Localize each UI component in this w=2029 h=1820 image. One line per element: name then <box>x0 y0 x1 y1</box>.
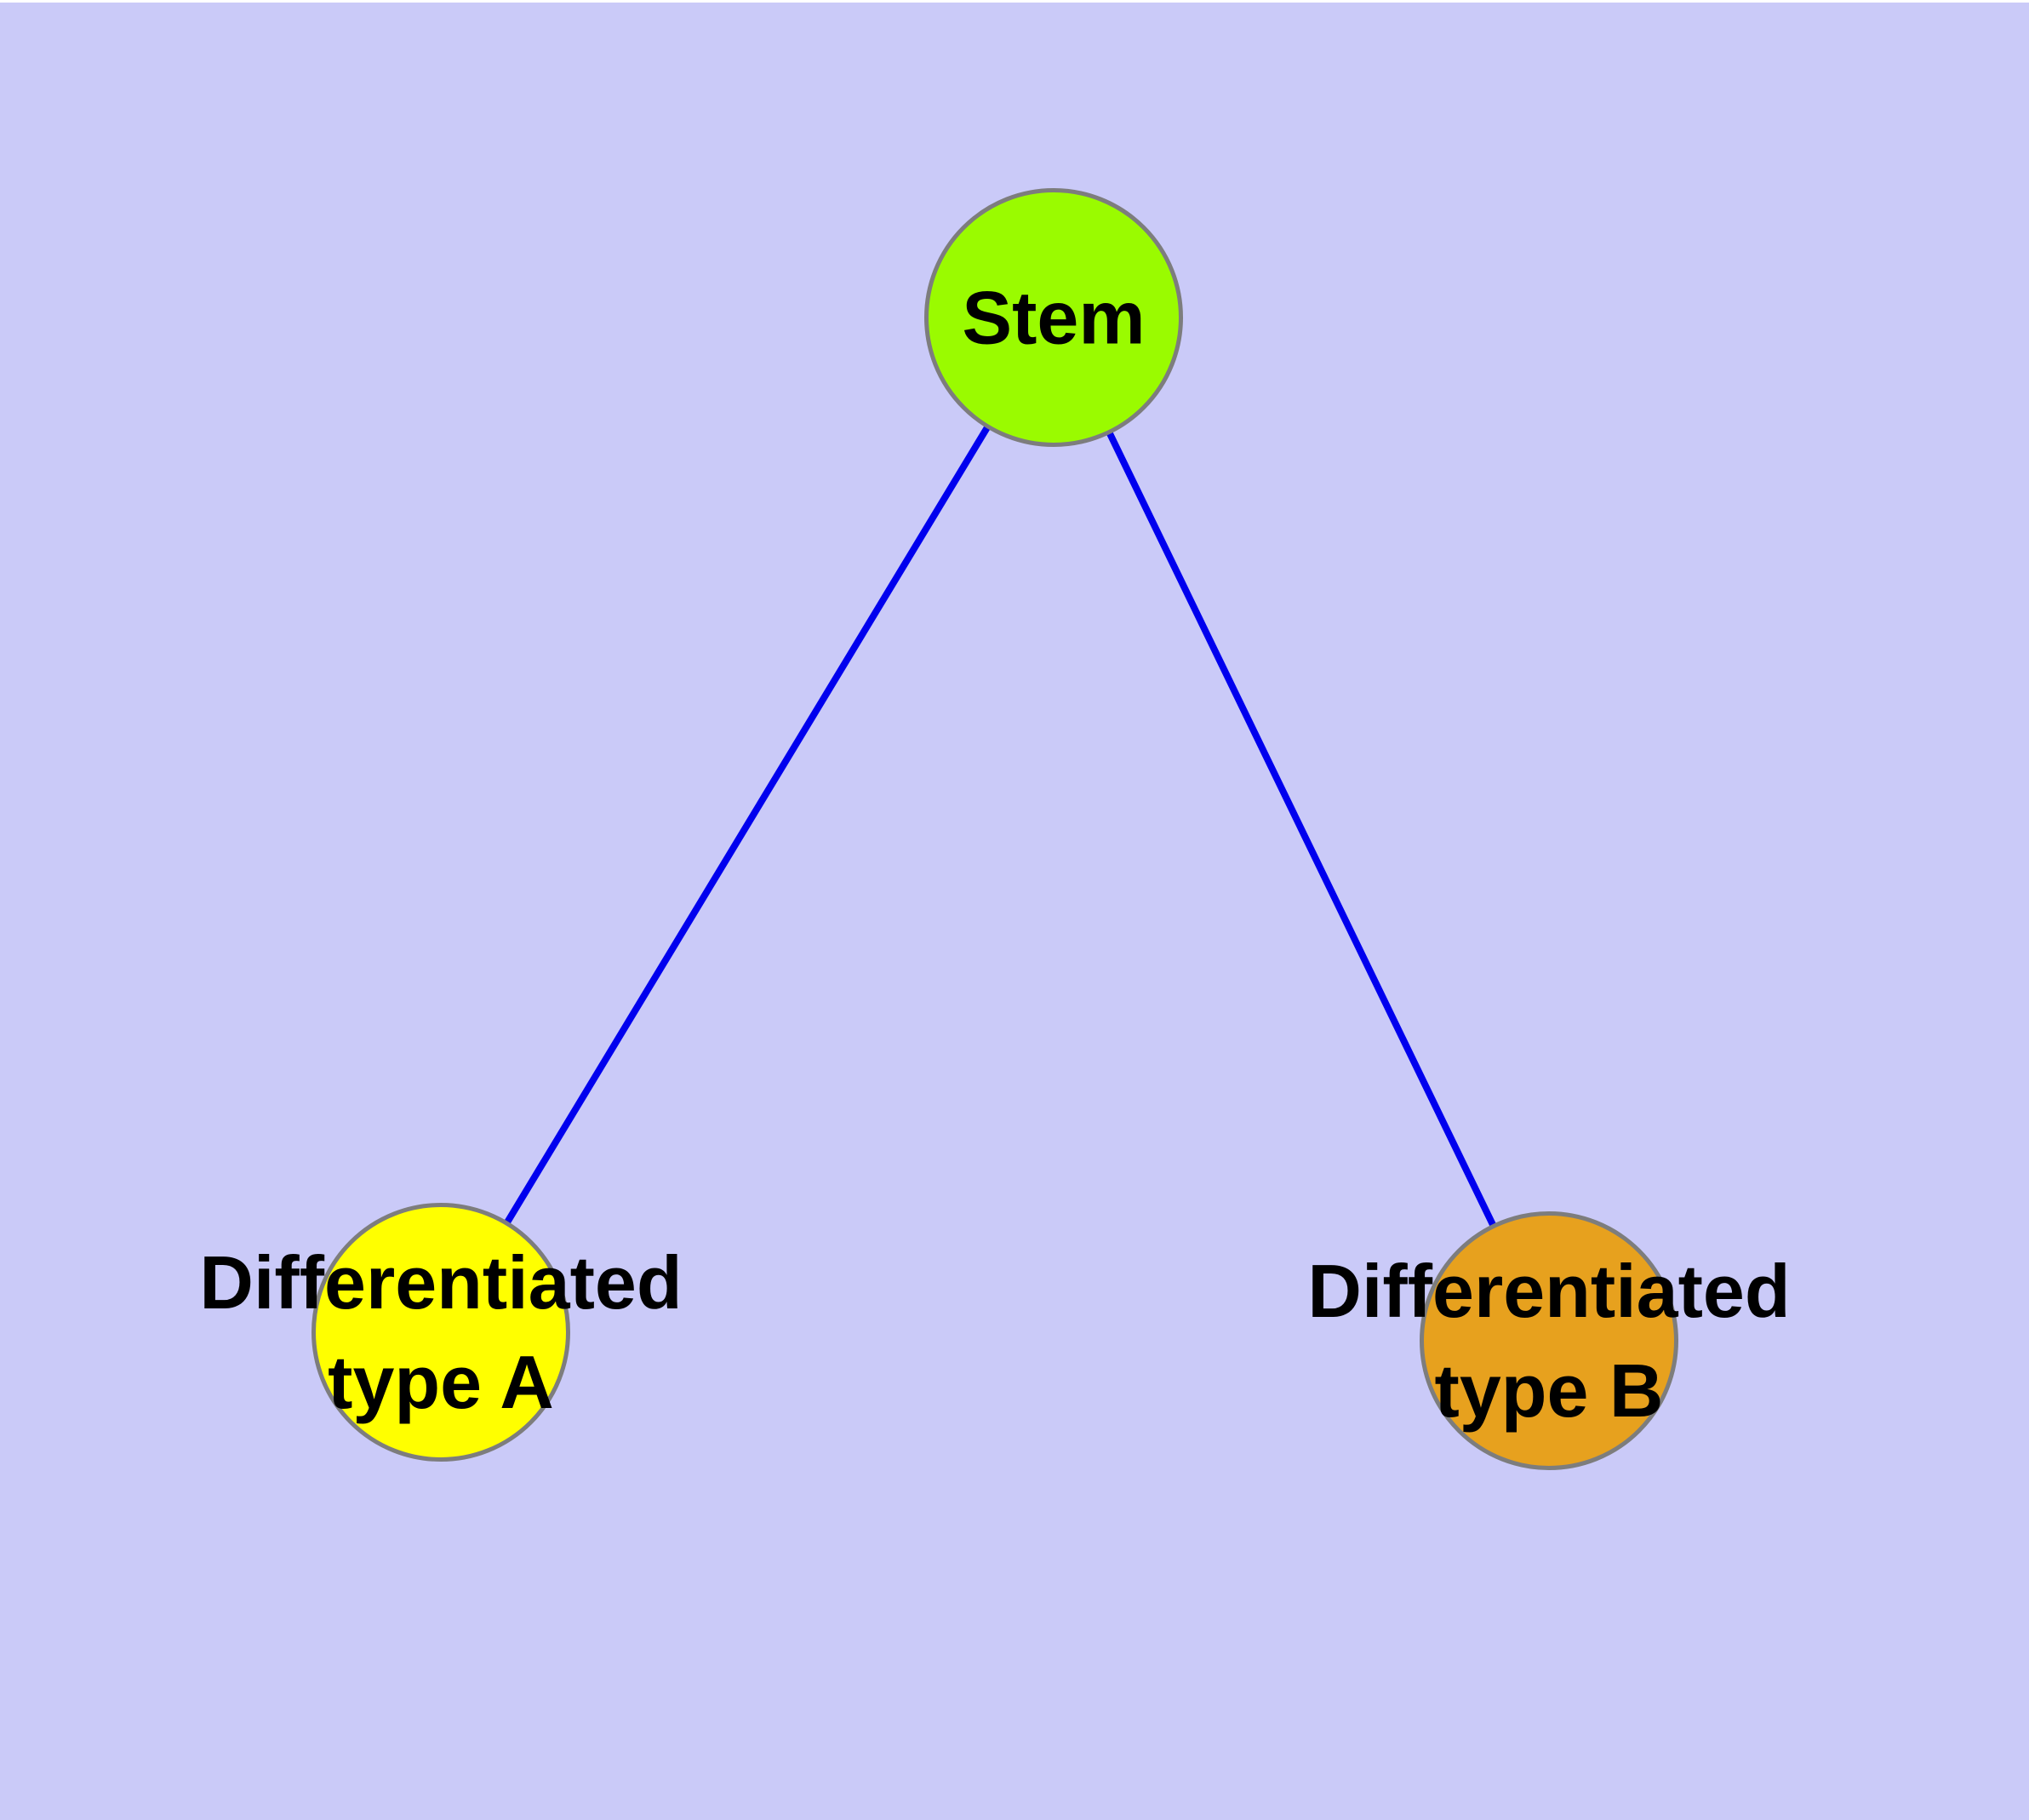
node-type-a-label-line1: Differentiated <box>199 1240 683 1325</box>
node-type-b-label-line2: type B <box>1434 1348 1664 1433</box>
diagram-canvas: Stem Differentiated type A Differentiate… <box>0 3 2029 1820</box>
edge-stem-to-type-b <box>1050 316 1552 1342</box>
node-type-b-label-line1: Differentiated <box>1307 1249 1791 1333</box>
node-differentiated-type-b: Differentiated type B <box>1307 1211 1791 1470</box>
node-differentiated-type-a: Differentiated type A <box>199 1203 683 1462</box>
node-stem-label: Stem <box>962 268 1145 368</box>
node-type-b-label: Differentiated type B <box>1307 1241 1790 1440</box>
node-stem: Stem <box>924 188 1183 447</box>
node-type-a-label: Differentiated type A <box>199 1233 682 1432</box>
node-stem-label-text: Stem <box>962 275 1146 360</box>
edge-stem-to-type-a <box>437 315 1057 1335</box>
node-type-a-label-line2: type A <box>328 1340 554 1424</box>
